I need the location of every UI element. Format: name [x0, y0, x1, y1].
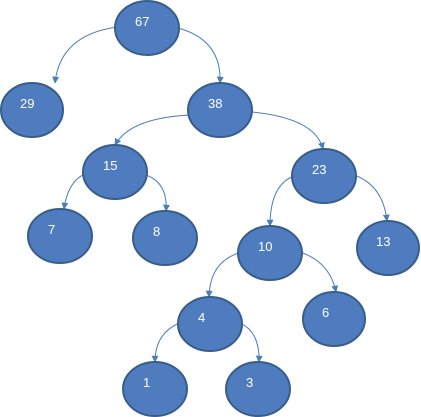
node-ellipse — [27, 208, 93, 264]
edge-15-to-8 — [145, 174, 170, 212]
node-label: 8 — [153, 224, 160, 239]
node-label: 23 — [312, 162, 326, 177]
node-15: 15 — [82, 144, 148, 200]
node-8: 8 — [132, 210, 198, 266]
node-label: 3 — [246, 375, 253, 390]
node-4: 4 — [177, 296, 243, 352]
node-ellipse — [132, 210, 198, 266]
node-7: 7 — [27, 208, 93, 264]
node-ellipse — [82, 144, 148, 200]
node-label: 1 — [143, 375, 150, 390]
edge-4-to-3 — [239, 322, 263, 363]
edge-10-to-6 — [299, 251, 339, 293]
node-label: 4 — [198, 310, 205, 325]
node-38: 38 — [187, 82, 253, 138]
node-ellipse — [114, 0, 180, 56]
node-ellipse — [302, 291, 366, 347]
edge-23-to-10 — [266, 175, 295, 227]
node-ellipse — [122, 361, 188, 417]
edge-38-to-15 — [114, 114, 191, 146]
node-3: 3 — [225, 361, 291, 417]
node-10: 10 — [237, 225, 303, 281]
node-23: 23 — [291, 148, 357, 204]
node-label: 29 — [20, 96, 34, 111]
node-1: 1 — [122, 361, 188, 417]
edge-67-to-29 — [52, 26, 118, 84]
node-ellipse — [187, 82, 253, 138]
node-ellipse — [177, 296, 243, 352]
node-label: 38 — [208, 96, 222, 111]
node-label: 15 — [103, 158, 117, 173]
node-29: 29 — [0, 82, 64, 138]
node-67: 67 — [114, 0, 180, 56]
edge-23-to-13 — [353, 174, 390, 222]
node-label: 67 — [135, 14, 149, 29]
edge-38-to-23 — [251, 111, 325, 150]
node-ellipse — [225, 361, 291, 417]
edge-10-to-4 — [205, 252, 240, 298]
node-label: 7 — [48, 222, 55, 237]
node-label: 6 — [322, 305, 329, 320]
node-6: 6 — [302, 291, 366, 347]
node-label: 13 — [376, 234, 390, 249]
node-13: 13 — [356, 220, 420, 276]
edge-67-to-38 — [177, 27, 224, 84]
node-ellipse — [356, 220, 420, 276]
node-ellipse — [237, 225, 303, 281]
node-label: 10 — [258, 239, 272, 254]
node-ellipse — [0, 82, 64, 138]
node-ellipse — [291, 148, 357, 204]
